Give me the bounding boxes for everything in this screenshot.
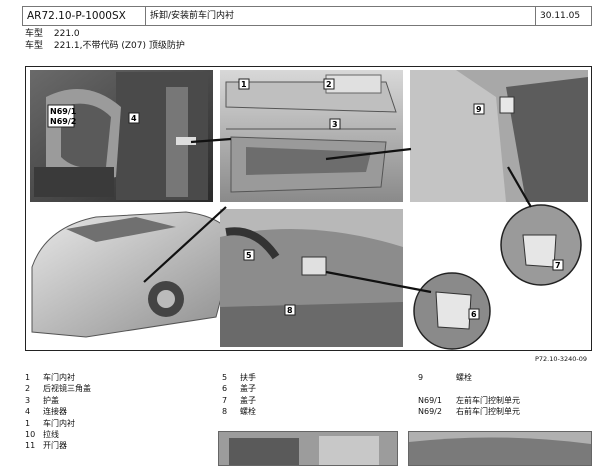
panel-door-trim bbox=[220, 70, 403, 202]
legend-text: 螺栓 bbox=[240, 407, 256, 417]
legend-col-3: 9 螺栓 N69/1 左前车门控制单元 N69/2 右前车门控制单元 bbox=[418, 372, 520, 418]
callout-8: 8 bbox=[287, 306, 293, 315]
meta-key: 车型 bbox=[25, 29, 44, 39]
legend-col-2: 5 扶手 6 盖子 7 盖子 8 螺栓 bbox=[222, 372, 256, 418]
legend-text: 开门器 bbox=[43, 441, 67, 451]
callout-n69-1: N69/1 bbox=[50, 107, 77, 116]
inset-cover-6 bbox=[413, 272, 491, 350]
callout-1: 1 bbox=[241, 80, 247, 89]
callout-9: 9 bbox=[476, 105, 482, 114]
legend-text: 拉线 bbox=[43, 430, 59, 440]
doc-title: 拆卸/安装前车门内衬 bbox=[146, 7, 536, 25]
illustration: 1 2 3 4 N69/1 N69/2 5 8 6 7 9 bbox=[25, 66, 592, 351]
thumbnail-drawing bbox=[409, 432, 591, 465]
legend-num: 1 bbox=[25, 373, 31, 382]
panel-door-control bbox=[30, 70, 213, 202]
legend-text: 盖子 bbox=[240, 395, 256, 405]
legend-num: 4 bbox=[25, 407, 31, 417]
legend-num: 6 bbox=[222, 384, 228, 394]
panel-armrest bbox=[220, 209, 403, 347]
legend-num: 2 bbox=[25, 384, 31, 394]
figure-thumbnail-right bbox=[408, 431, 592, 466]
legend-num: 7 bbox=[222, 395, 228, 405]
callout-5: 5 bbox=[246, 251, 252, 260]
meta-value: 221.0 bbox=[53, 29, 80, 39]
doc-date: 30.11.05 bbox=[540, 11, 581, 21]
legend-num: N69/1 bbox=[418, 395, 442, 405]
legend-text: 车门内衬 bbox=[43, 373, 75, 382]
meta-row-2: 车型 221.1,不带代码 (Z07) 顶级防护 bbox=[25, 38, 185, 51]
legend-text: 扶手 bbox=[240, 373, 256, 382]
legend-text: 后视镜三角盖 bbox=[43, 384, 91, 394]
inset-cover-7 bbox=[500, 204, 582, 286]
callout-4: 4 bbox=[131, 114, 137, 123]
panel-mirror-cover bbox=[410, 70, 588, 202]
legend-text: 连接器 bbox=[43, 407, 67, 417]
panel-car bbox=[31, 211, 237, 338]
callout-n69-2: N69/2 bbox=[50, 117, 76, 126]
legend-num bbox=[418, 383, 456, 394]
legend-text: 右前车门控制单元 bbox=[456, 407, 520, 417]
legend-num: 5 bbox=[222, 373, 228, 382]
legend-text: 车门内衬 bbox=[43, 418, 75, 428]
callout-6: 6 bbox=[471, 310, 477, 319]
legend-num: 9 bbox=[418, 373, 424, 382]
doc-header: AR72.10-P-1000SX 拆卸/安装前车门内衬 30.11.05 bbox=[22, 6, 592, 26]
meta-value: 221.1,不带代码 (Z07) 顶级防护 bbox=[53, 41, 185, 51]
callout-2: 2 bbox=[326, 80, 332, 89]
legend-num: 11 bbox=[25, 441, 36, 451]
legend-text: 护盖 bbox=[43, 395, 59, 405]
thumbnail-drawing bbox=[219, 432, 397, 465]
doc-code: AR72.10-P-1000SX bbox=[23, 7, 146, 25]
legend-num: 10 bbox=[25, 430, 36, 440]
meta-key: 车型 bbox=[25, 41, 44, 51]
legend-text: 左前车门控制单元 bbox=[456, 395, 520, 405]
legend-num: 3 bbox=[25, 395, 31, 405]
figure-thumbnail-left bbox=[218, 431, 398, 466]
legend-num: N69/2 bbox=[418, 407, 442, 417]
figure-code: P72.10-3240-09 bbox=[534, 355, 587, 363]
callouts: 1 2 3 4 N69/1 N69/2 5 8 6 7 9 bbox=[47, 78, 564, 320]
leader-lines bbox=[143, 137, 532, 294]
legend-num: 1 bbox=[25, 418, 31, 428]
callout-7: 7 bbox=[555, 261, 561, 270]
legend-text: 螺栓 bbox=[456, 373, 472, 382]
callout-3: 3 bbox=[332, 120, 338, 129]
legend-col-1: 1 车门内衬 2 后视镜三角盖 3 护盖 4 连接器 1 车门内衬 10 拉线 11 开门器 bbox=[25, 372, 91, 452]
meta-row-1: 车型 221.0 bbox=[25, 26, 80, 39]
illustration-drawing: 1 2 3 4 N69/1 N69/2 5 8 6 7 9 bbox=[30, 70, 588, 350]
legend-text: 盖子 bbox=[240, 384, 256, 394]
legend-num: 8 bbox=[222, 407, 228, 417]
